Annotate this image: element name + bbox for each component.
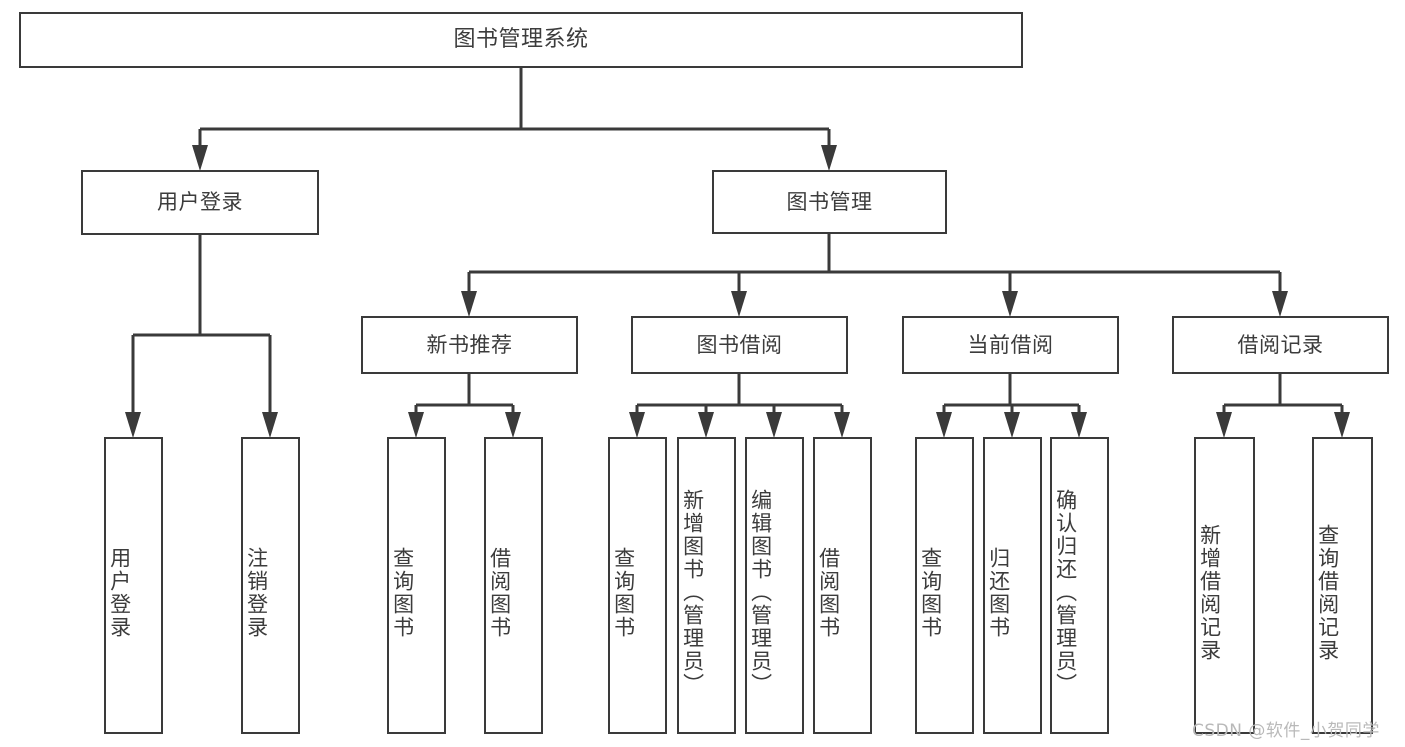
node-leaf-12[interactable]: 新增借阅记录 — [1194, 437, 1255, 734]
node-book-manage[interactable]: 图书管理 — [712, 170, 947, 234]
node-leaf-13[interactable]: 查询借阅记录 — [1312, 437, 1373, 734]
node-label: 用户登录 — [157, 190, 243, 215]
node-borrow-log[interactable]: 借阅记录 — [1172, 316, 1389, 374]
bus-book-manage-arrow-1 — [731, 291, 747, 317]
node-book-borrow[interactable]: 图书借阅 — [631, 316, 848, 374]
bus-user-login-arrow-0 — [125, 412, 141, 438]
node-leaf-2[interactable]: 注销登录 — [241, 437, 300, 734]
node-leaf-10[interactable]: 归还图书 — [983, 437, 1042, 734]
node-leaf-8[interactable]: 借阅图书 — [813, 437, 872, 734]
bus-user-login-arrow-1 — [262, 412, 278, 438]
node-label: 图书管理 — [786, 189, 873, 214]
bus-root-arrow-1 — [821, 145, 837, 171]
node-root[interactable]: 图书管理系统 — [19, 12, 1023, 68]
node-label: 新增借阅记录 — [1197, 523, 1222, 662]
node-leaf-4[interactable]: 借阅图书 — [484, 437, 543, 734]
node-leaf-6[interactable]: 新增图书（管理员） — [677, 437, 736, 734]
node-label: 查询图书 — [390, 546, 415, 639]
bus-book-manage-arrow-2 — [1002, 291, 1018, 317]
node-label: 图书借阅 — [696, 332, 783, 357]
node-label: 当前借阅 — [967, 332, 1054, 357]
node-label: 用户登录 — [107, 546, 132, 639]
node-label: 编辑图书（管理员） — [748, 489, 773, 696]
node-label: 注销登录 — [244, 546, 269, 639]
node-label: 查询借阅记录 — [1315, 523, 1340, 662]
bus-cur-borrow-arrow-1 — [1004, 412, 1020, 438]
bus-borrow-log-arrow-1 — [1334, 412, 1350, 438]
node-label: 查询图书 — [611, 546, 636, 639]
node-leaf-1[interactable]: 用户登录 — [104, 437, 163, 734]
node-user-login[interactable]: 用户登录 — [81, 170, 319, 235]
node-leaf-3[interactable]: 查询图书 — [387, 437, 446, 734]
node-leaf-7[interactable]: 编辑图书（管理员） — [745, 437, 804, 734]
node-new-book-rec[interactable]: 新书推荐 — [361, 316, 578, 374]
bus-cur-borrow-arrow-0 — [936, 412, 952, 438]
node-label: 归还图书 — [986, 546, 1011, 639]
node-leaf-11[interactable]: 确认归还（管理员） — [1050, 437, 1109, 734]
bus-book-borrow-arrow-1 — [698, 412, 714, 438]
node-leaf-9[interactable]: 查询图书 — [915, 437, 974, 734]
bus-new-book-rec-arrow-0 — [408, 412, 424, 438]
bus-book-borrow-arrow-2 — [766, 412, 782, 438]
node-label: 确认归还（管理员） — [1053, 489, 1078, 696]
node-label: 新增图书（管理员） — [680, 489, 705, 696]
node-label: 借阅记录 — [1237, 332, 1324, 357]
node-label: 借阅图书 — [816, 546, 841, 639]
csdn-watermark: CSDN @软件_小贺同学 — [1192, 721, 1380, 741]
bus-book-manage-arrow-0 — [461, 291, 477, 317]
bus-cur-borrow-arrow-2 — [1071, 412, 1087, 438]
node-label: 查询图书 — [918, 546, 943, 639]
node-cur-borrow[interactable]: 当前借阅 — [902, 316, 1119, 374]
bus-book-borrow-arrow-3 — [834, 412, 850, 438]
bus-new-book-rec-arrow-1 — [505, 412, 521, 438]
node-label: 新书推荐 — [426, 332, 513, 357]
bus-book-borrow-arrow-0 — [629, 412, 645, 438]
bus-borrow-log-arrow-0 — [1216, 412, 1232, 438]
bus-root-arrow-0 — [192, 145, 208, 171]
node-label: 借阅图书 — [487, 546, 512, 639]
node-label: 图书管理系统 — [453, 27, 589, 53]
bus-book-manage-arrow-3 — [1272, 291, 1288, 317]
node-leaf-5[interactable]: 查询图书 — [608, 437, 667, 734]
